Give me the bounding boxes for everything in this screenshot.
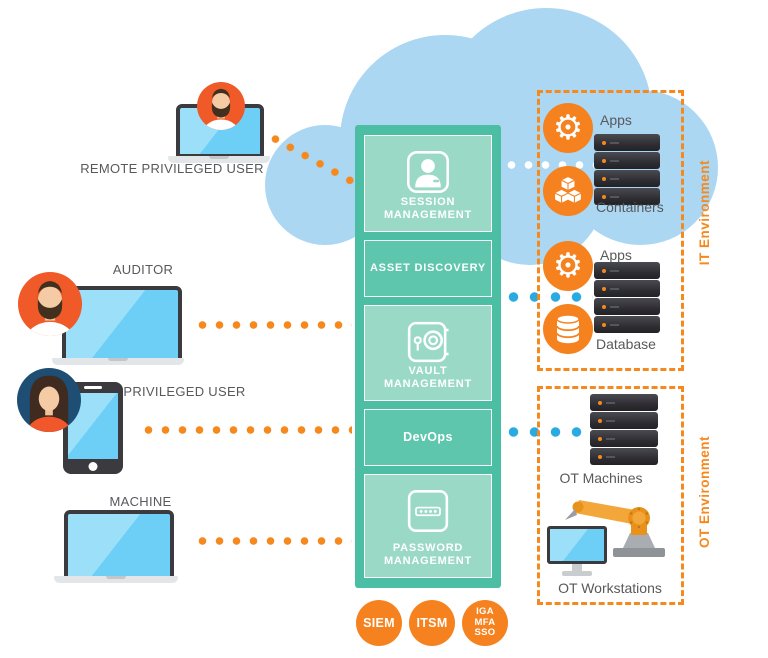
ot-environment-title: OT Environment [697, 436, 712, 549]
integration-iga-mfa-sso: IGA MFA SSO [462, 600, 508, 646]
module-password-management: PASSWORD MANAGEMENT [364, 474, 492, 578]
vault-icon [407, 321, 449, 363]
laptop-base [52, 358, 184, 365]
apps-label: Apps [600, 247, 632, 263]
laptop-base [54, 576, 178, 583]
integration-itsm: ITSM [409, 600, 455, 646]
ot-workstations-label: OT Workstations [558, 580, 662, 596]
module-label: VAULT MANAGEMENT [383, 364, 473, 390]
connection-machine-line [194, 537, 352, 545]
user-label-privileged-user: PRIVILEGED USER [123, 384, 246, 399]
module-session-management: SESSION MANAGEMENT [364, 135, 492, 232]
module-asset-discovery: ASSET DISCOVERY [364, 240, 492, 297]
module-label: ASSET DISCOVERY [369, 261, 487, 274]
user-label-auditor: AUDITOR [112, 262, 174, 277]
server-stack [594, 134, 660, 206]
module-devops: DevOps [364, 409, 492, 466]
laptop [64, 510, 174, 580]
integration-siem: SIEM [356, 600, 402, 646]
it-environment-title: IT Environment [697, 160, 712, 266]
user-label-machine: MACHINE [109, 494, 172, 509]
module-label: PASSWORD MANAGEMENT [383, 541, 473, 567]
session-user-icon [407, 151, 449, 193]
robot-arm-icon [565, 500, 665, 557]
ot-environment-box [537, 386, 684, 605]
avatar-bearded-man [18, 272, 82, 336]
database-label: Database [596, 336, 656, 352]
connection-to-it-apps-line [503, 292, 593, 302]
password-icon [407, 490, 449, 532]
gear-icon: ⚙ [543, 241, 593, 291]
smartphone [63, 382, 123, 474]
integration-label: IGA MFA SSO [474, 606, 496, 639]
containers-cubes-icon [543, 166, 593, 216]
laptop-base [168, 156, 270, 163]
desktop-monitor [547, 526, 607, 576]
monitor-screen [547, 526, 607, 564]
module-vault-management: VAULT MANAGEMENT [364, 305, 492, 401]
avatar-bearded-man [197, 82, 245, 130]
server-stack [594, 262, 660, 334]
containers-label: Containers [596, 199, 664, 215]
avatar-woman [17, 368, 81, 432]
phone-home-button [88, 462, 98, 471]
apps-label: Apps [600, 112, 632, 128]
gear-icon: ⚙ [543, 103, 593, 153]
connection-privileged-user-line [140, 426, 352, 434]
integration-label: ITSM [416, 616, 448, 630]
phone-speaker [84, 386, 102, 389]
integration-label: SIEM [363, 616, 395, 630]
module-label: SESSION MANAGEMENT [383, 195, 473, 221]
connection-devops-to-ot-line [503, 427, 591, 437]
module-label: DevOps [403, 430, 453, 444]
user-label-remote-privileged-user: REMOTE PRIVILEGED USER [80, 161, 264, 176]
server-stack [590, 394, 658, 466]
pam-platform-panel: SESSION MANAGEMENT ASSET DISCOVERY VAULT… [355, 125, 501, 588]
connection-auditor-line [194, 321, 352, 329]
database-icon [543, 304, 593, 354]
connection-session-to-it-line [503, 161, 595, 169]
ot-machines-label: OT Machines [559, 470, 643, 486]
it-environment-box [537, 90, 684, 371]
